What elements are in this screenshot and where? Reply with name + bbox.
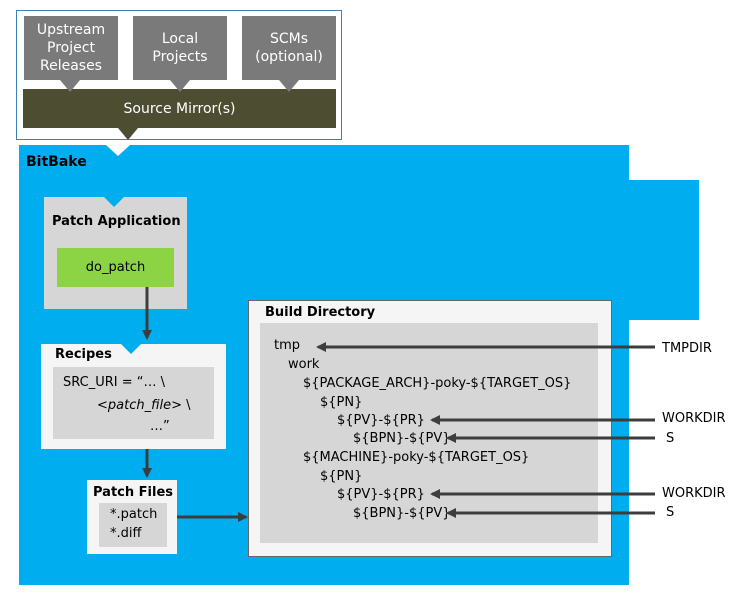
recipes-title: Recipes [55, 347, 112, 362]
src-uri-line-2-tail: \ [182, 398, 191, 413]
tree-work: work [288, 357, 320, 372]
tree-package-arch: ${PACKAGE_ARCH}-poky-${TARGET_OS} [303, 376, 572, 391]
tmpdir-label: TMPDIR [662, 341, 712, 356]
scms-box: SCMs (optional) [242, 16, 336, 80]
tree-tmp: tmp [274, 338, 301, 353]
workdir-label: WORKDIR [662, 486, 726, 501]
upstream-callout-notch [60, 80, 80, 92]
tree-pv-pr: ${PV}-${PR} [337, 487, 425, 502]
bitbake-area-extension [628, 180, 699, 320]
patch-file-item: *.diff [110, 526, 142, 541]
upstream-releases-box: Upstream Project Releases [24, 16, 118, 80]
bitbake-label: BitBake [26, 154, 87, 170]
patch-application-notch [104, 197, 124, 207]
src-uri-line-1: SRC_URI = “… \ [63, 375, 166, 390]
panel-callout-notch [106, 145, 130, 156]
patch-files-content [99, 503, 167, 547]
tree-bpn-pv: ${BPN}-${PV} [353, 431, 451, 446]
src-uri-line-2: <patch_file> \ [97, 398, 191, 413]
build-directory-title: Build Directory [265, 305, 376, 320]
tree-pn: ${PN} [320, 395, 363, 410]
patch-file-item: *.patch [110, 507, 158, 522]
recipes-content [53, 367, 214, 439]
patch-files-title: Patch Files [93, 485, 173, 500]
s-label: S [666, 505, 675, 520]
source-mirror-box: Source Mirror(s) [23, 89, 336, 128]
scms-callout-notch [279, 80, 299, 92]
build-directory-content [260, 323, 598, 543]
tree-pn: ${PN} [320, 469, 363, 484]
patch-file-placeholder: <patch_file> [97, 398, 182, 413]
workdir-label: WORKDIR [662, 411, 726, 426]
local-callout-notch [170, 80, 190, 92]
tree-machine: ${MACHINE}-poky-${TARGET_OS} [303, 450, 530, 465]
src-uri-line-3: …” [150, 419, 170, 434]
tree-bpn-pv: ${BPN}-${PV} [353, 506, 451, 521]
local-projects-box: Local Projects [133, 16, 227, 80]
tree-pv-pr: ${PV}-${PR} [337, 413, 425, 428]
mirror-callout-notch [118, 128, 138, 140]
s-label: S [666, 431, 675, 446]
recipes-notch [121, 344, 141, 354]
do-patch-task: do_patch [57, 248, 174, 287]
patch-application-title: Patch Application [52, 214, 181, 229]
